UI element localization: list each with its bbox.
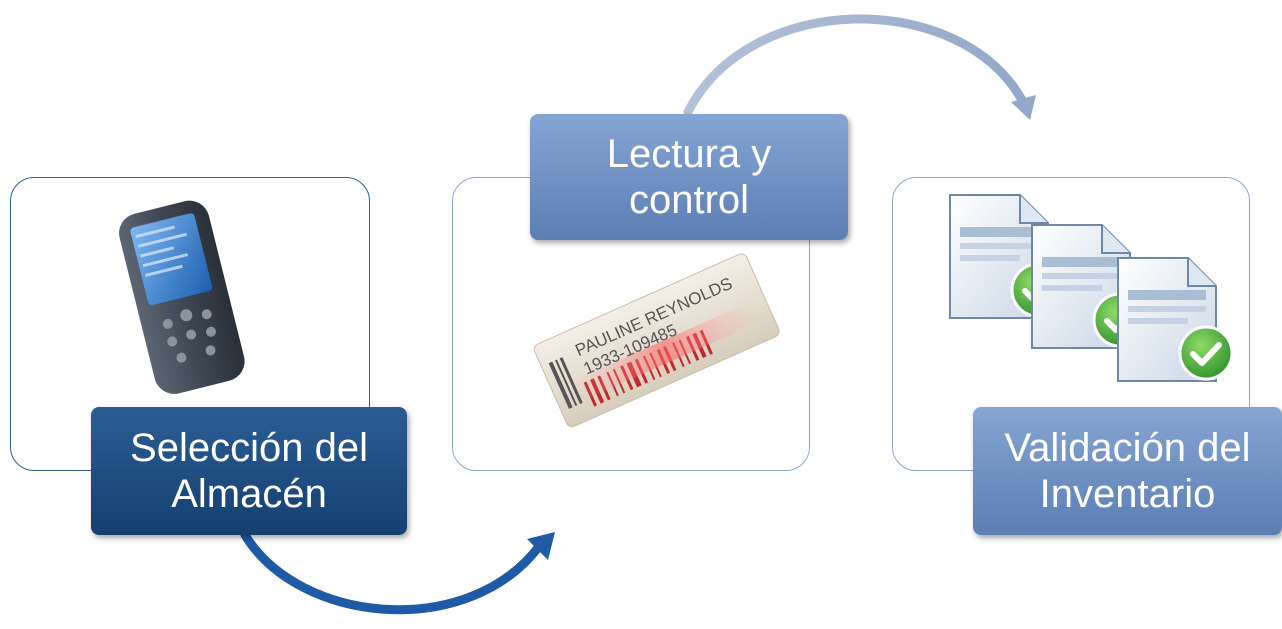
arrow-step1-to-step2 [240, 530, 545, 615]
document-3-icon [1117, 257, 1234, 382]
step-3-label: Validación del Inventario [973, 407, 1282, 535]
step-2-label-line2: control [628, 178, 750, 222]
step-2-label-line1: Lectura y [606, 132, 772, 176]
step-3-label-line2: Inventario [1039, 472, 1216, 516]
check-icon [1178, 325, 1234, 381]
arrow-step2-to-step3-head [1011, 95, 1036, 120]
step-3-label-line1: Validación del [1004, 426, 1251, 470]
step-1-label-line2: Almacén [171, 472, 327, 516]
step-1-label: Selección del Almacén [91, 407, 407, 535]
arrow-step1-to-step2-head [527, 532, 555, 560]
step-2-label: Lectura y control [530, 114, 848, 240]
step-1-label-line1: Selección del [130, 426, 368, 470]
arrow-step2-to-step3 [683, 14, 1027, 117]
